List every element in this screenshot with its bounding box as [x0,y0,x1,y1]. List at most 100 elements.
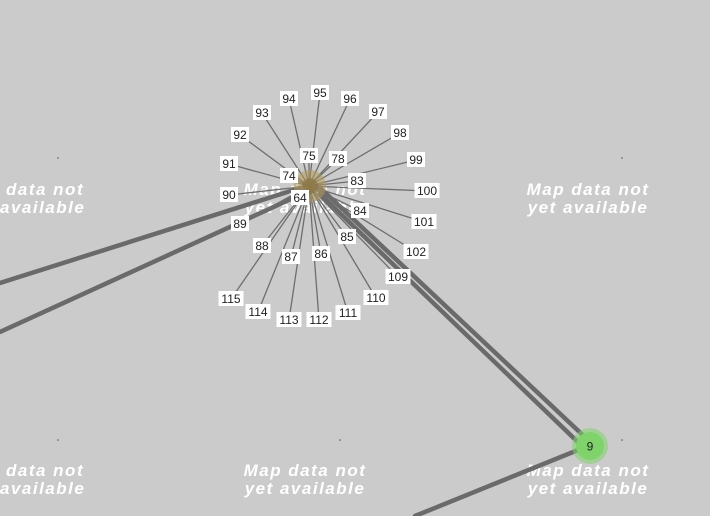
node-label-box [280,168,298,183]
node-label-text: 100 [417,184,437,198]
node-label-text: 91 [222,157,236,171]
node-74[interactable]: 74 [280,168,298,183]
node-label-text: 98 [393,126,407,140]
svg-text:available: available [0,479,85,498]
svg-text:Map data not: Map data not [527,461,650,480]
node-87[interactable]: 87 [282,249,300,264]
node-label-box [351,203,369,218]
node-114[interactable]: 114 [245,304,271,319]
node-label-box [391,125,409,140]
node-label-text: 112 [309,313,328,327]
node-label-box [312,246,330,261]
svg-text:yet available: yet available [527,198,649,217]
node-88[interactable]: 88 [253,238,271,253]
selected-node[interactable]: 9 [572,428,608,464]
tile-placeholder: Map data not yet available [527,461,650,498]
node-95[interactable]: 95 [311,85,329,100]
node-93[interactable]: 93 [253,105,271,120]
node-label-box [306,312,332,327]
node-label-box [311,85,329,100]
node-label-text: 101 [414,215,434,229]
node-label-box [341,91,359,106]
node-label-text: 87 [284,250,298,264]
svg-text:available: available [0,198,85,217]
node-78[interactable]: 78 [329,151,347,166]
svg-text:Map data not: Map data not [244,461,367,480]
selected-node-label: 9 [587,440,594,454]
node-109[interactable]: 109 [385,269,411,284]
node-label-text: 99 [409,153,423,167]
link-edge[interactable] [0,185,303,286]
node-label-box [363,290,389,305]
spoke-edge[interactable] [308,185,428,192]
node-label-box [291,190,309,205]
node-label-box [407,152,425,167]
node-102[interactable]: 102 [403,244,429,259]
node-label-box [411,214,437,229]
svg-text:yet available: yet available [527,479,649,498]
node-90[interactable]: 90 [220,187,238,202]
node-label-text: 75 [302,149,316,163]
node-label-text: 111 [339,306,358,320]
node-89[interactable]: 89 [231,216,249,231]
node-115[interactable]: 115 [218,291,244,306]
node-113[interactable]: 113 [276,312,302,327]
node-label-text: 96 [343,92,357,106]
node-label-box [335,305,361,320]
node-111[interactable]: 111 [335,305,361,320]
hub-node-64[interactable]: 64 [291,190,309,205]
tile-corner-dot [57,439,59,441]
node-94[interactable]: 94 [280,91,298,106]
node-label-text: 74 [282,169,296,183]
node-label-text: 110 [366,291,385,305]
tile-corner-dot [57,157,59,159]
node-label-text: 102 [406,245,426,259]
spoke-edge[interactable] [308,185,417,253]
node-label-box [280,91,298,106]
node-label-box [385,269,411,284]
node-label-box [276,312,302,327]
node-label-text: 97 [371,105,385,119]
tile-placeholder: data not available [0,180,85,217]
node-label-box [329,151,347,166]
node-label-box [231,127,249,142]
spoke-edge[interactable] [308,111,379,187]
node-75[interactable]: 75 [300,148,318,163]
node-84[interactable]: 84 [351,203,369,218]
node-98[interactable]: 98 [391,125,409,140]
tile-corner-dot [339,439,341,441]
node-label-text: 109 [388,270,408,284]
node-92[interactable]: 92 [231,127,249,142]
tile-placeholder: Map data not yet available [527,180,649,217]
tile-placeholder: data not available [0,461,85,498]
spoke-edge[interactable] [308,132,401,187]
svg-text:data not: data not [6,180,84,199]
node-label-text: 89 [233,217,247,231]
selected-node-marker[interactable] [576,432,604,460]
node-101[interactable]: 101 [411,214,437,229]
link-edge[interactable] [317,191,586,450]
node-label-text: 95 [313,86,327,100]
node-label-box [403,244,429,259]
node-label-box [220,187,238,202]
node-96[interactable]: 96 [341,91,359,106]
node-83[interactable]: 83 [348,173,366,188]
link-edge[interactable] [412,445,586,516]
node-100[interactable]: 100 [414,183,440,198]
node-97[interactable]: 97 [369,104,387,119]
node-112[interactable]: 112 [306,312,332,327]
node-label-box [300,148,318,163]
node-99[interactable]: 99 [407,152,425,167]
link-edge[interactable] [315,183,591,443]
node-label-box [245,304,271,319]
node-label-text: 84 [353,204,367,218]
node-label-text: 94 [282,92,296,106]
node-label-box [220,156,238,171]
node-91[interactable]: 91 [220,156,238,171]
node-110[interactable]: 110 [363,290,389,305]
node-label-box [369,104,387,119]
node-86[interactable]: 86 [312,246,330,261]
node-85[interactable]: 85 [338,229,356,244]
